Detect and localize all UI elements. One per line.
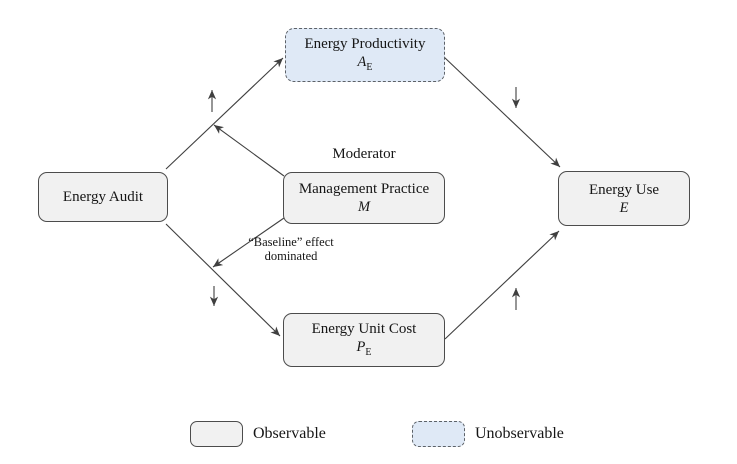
edge-productivity-to-use <box>443 56 561 168</box>
node-energy-productivity-symbol: AE <box>357 53 373 73</box>
node-energy-productivity: Energy Productivity AE <box>285 28 445 82</box>
node-management-practice-symbol: M <box>357 199 371 215</box>
edge-moderation-lower <box>212 217 285 268</box>
node-energy-unit-cost-label: Energy Unit Cost <box>311 320 417 337</box>
legend-unobservable-label: Unobservable <box>475 425 564 442</box>
edge-audit-to-productivity <box>165 57 284 170</box>
edge-unitcost-to-use <box>444 230 560 340</box>
baseline-effect-note-line1: “Baseline” effect <box>248 235 334 249</box>
moderator-label: Moderator <box>332 146 396 162</box>
node-energy-unit-cost: Energy Unit Cost PE <box>283 313 445 367</box>
node-energy-unit-cost-symbol: PE <box>356 338 372 358</box>
node-energy-audit: Energy Audit <box>38 172 168 222</box>
edge-audit-to-unitcost <box>165 223 281 337</box>
edge-moderation-upper <box>213 124 285 177</box>
legend-item-observable: Observable <box>190 421 326 447</box>
node-energy-use: Energy Use E <box>558 171 690 226</box>
baseline-effect-note: “Baseline” effect dominated <box>237 235 345 263</box>
legend-observable-label: Observable <box>253 425 326 442</box>
unobservable-swatch <box>412 421 465 447</box>
legend-item-unobservable: Unobservable <box>412 421 564 447</box>
node-energy-use-label: Energy Use <box>588 181 660 198</box>
node-management-practice-label: Management Practice <box>298 181 430 197</box>
node-energy-use-symbol: E <box>619 199 629 216</box>
node-management-practice: Management Practice M <box>283 172 445 224</box>
node-energy-audit-label: Energy Audit <box>62 188 144 205</box>
observable-swatch <box>190 421 243 447</box>
node-energy-productivity-label: Energy Productivity <box>304 35 426 52</box>
baseline-effect-note-line2: dominated <box>264 249 318 263</box>
